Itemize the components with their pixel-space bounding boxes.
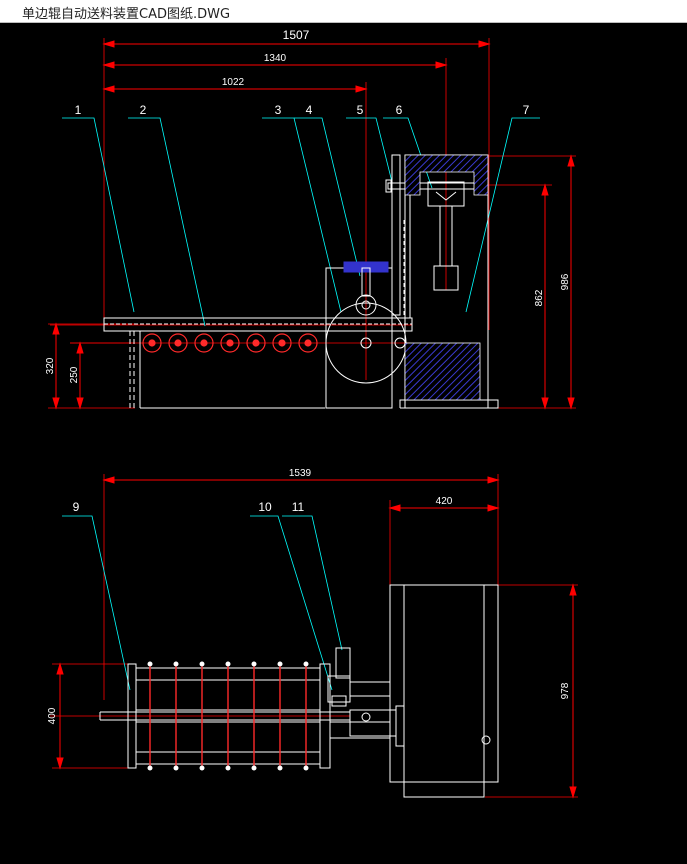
front-hatched-sections	[404, 154, 489, 401]
dim-978: 978	[560, 682, 571, 699]
balloon-10: 10	[258, 500, 272, 514]
front-machine-outline	[103, 154, 499, 409]
front-leader-lines	[62, 117, 540, 327]
front-extension-lines	[48, 38, 576, 409]
top-view: 1539 420 400 978 9 10 11	[47, 468, 578, 799]
front-view: 1507 1340 1022 320 250 986 862 1 2 3 4 5…	[45, 28, 576, 410]
dim-986: 986	[560, 273, 571, 290]
balloon-3: 3	[275, 103, 282, 117]
dim-1340: 1340	[264, 53, 287, 64]
top-roller-bearings	[147, 661, 309, 771]
dim-1507: 1507	[283, 28, 310, 42]
dim-320: 320	[45, 357, 56, 374]
balloon-7: 7	[523, 103, 530, 117]
balloon-2: 2	[140, 103, 147, 117]
dim-1539: 1539	[289, 468, 312, 479]
top-leader-lines	[62, 515, 343, 691]
balloon-1: 1	[75, 103, 82, 117]
front-dimension-lines	[52, 40, 575, 410]
window-title: 单边辊自动送料装置CAD图纸.DWG	[22, 7, 231, 22]
front-feed-rollers	[142, 333, 318, 353]
top-dimension-lines	[56, 476, 577, 799]
window-title-bar: 单边辊自动送料装置CAD图纸.DWG	[0, 0, 687, 23]
dim-1022: 1022	[222, 77, 245, 88]
dim-250: 250	[69, 366, 80, 383]
balloon-4: 4	[306, 103, 313, 117]
balloon-9: 9	[73, 500, 80, 514]
dim-400: 400	[47, 707, 58, 724]
cad-drawing-canvas[interactable]: 1507 1340 1022 320 250 986 862 1 2 3 4 5…	[0, 23, 687, 859]
balloon-5: 5	[357, 103, 364, 117]
dim-862: 862	[534, 289, 545, 306]
top-feed-rollers	[149, 664, 307, 768]
top-machine-outline	[99, 584, 499, 798]
balloon-11: 11	[292, 500, 305, 514]
balloon-6: 6	[396, 103, 403, 117]
dim-420: 420	[436, 496, 453, 507]
top-extension-lines	[50, 474, 578, 798]
